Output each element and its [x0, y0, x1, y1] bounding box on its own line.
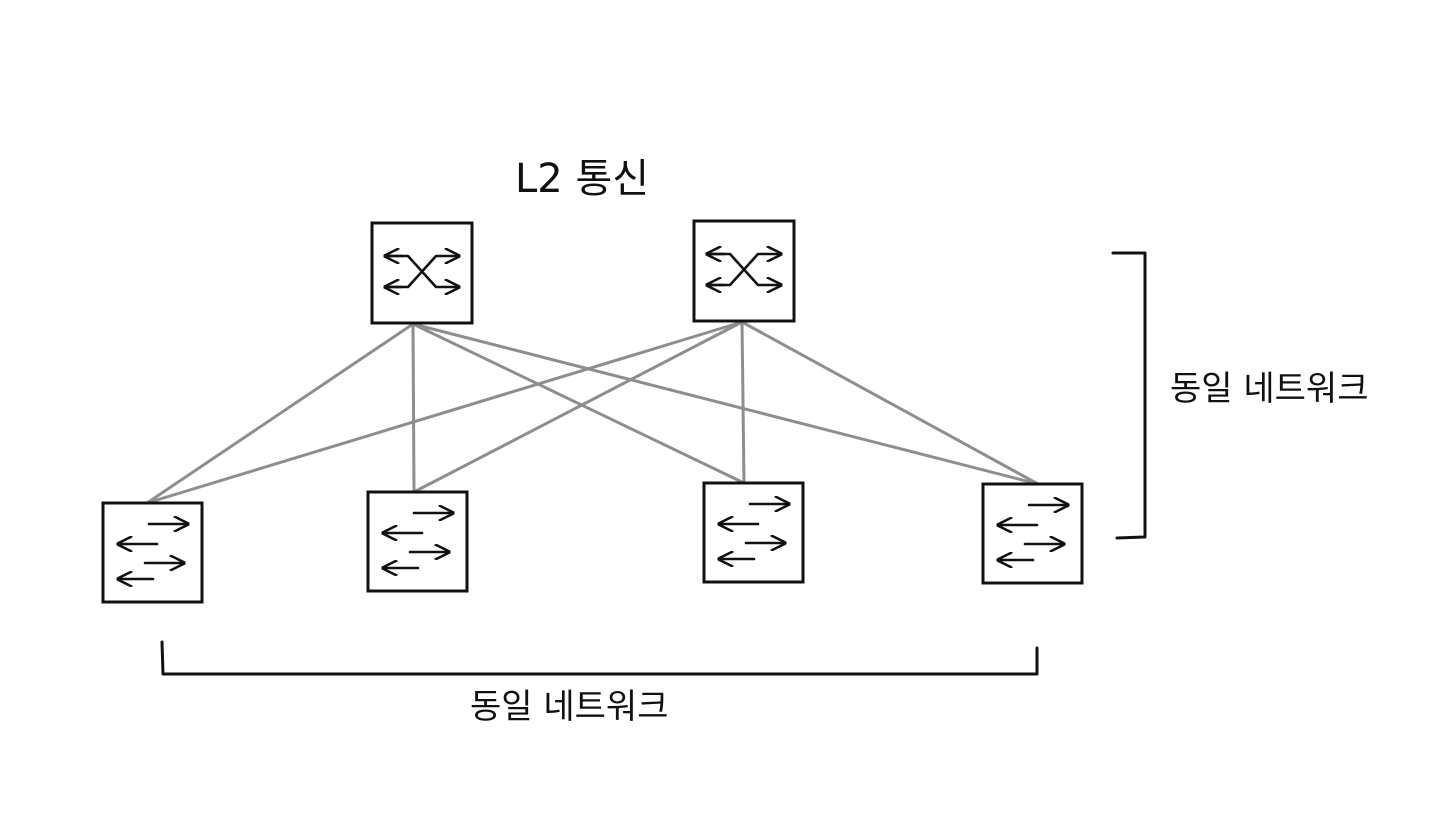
switch-icon: [119, 524, 187, 579]
multilayer-switch-icon: [386, 256, 458, 287]
link-core-switch-1-to-access-switch-3: [411, 322, 746, 485]
core-switch-2[interactable]: [692, 219, 796, 323]
link-core-switch-2-to-access-switch-3: [740, 320, 746, 485]
switch-icon: [720, 504, 788, 559]
access-switch-box: [101, 501, 204, 604]
access-switch-box: [366, 490, 469, 593]
access-switch-box: [702, 481, 805, 584]
link-core-switch-1-to-access-switch-4: [411, 322, 1040, 486]
link-core-switch-1-to-access-switch-1: [145, 322, 415, 505]
switch-icon: [999, 505, 1067, 560]
diagram-title: L2 통신: [515, 156, 649, 202]
core-switch-1[interactable]: [370, 221, 474, 325]
access-switch-1[interactable]: [101, 501, 204, 604]
link-layer: [145, 320, 1040, 505]
right-bracket: [1111, 251, 1147, 540]
access-switch-2[interactable]: [366, 490, 469, 593]
access-switch-4[interactable]: [981, 482, 1084, 585]
access-switch-box: [981, 482, 1084, 585]
bottom-bracket-label: 동일 네트워크: [470, 687, 669, 727]
link-core-switch-2-to-access-switch-2: [412, 320, 744, 494]
access-switch-3[interactable]: [702, 481, 805, 584]
link-core-switch-2-to-access-switch-1: [145, 320, 744, 505]
switch-icon: [384, 513, 452, 568]
bottom-bracket: [160, 640, 1039, 676]
multilayer-switch-icon: [708, 254, 780, 285]
link-core-switch-1-to-access-switch-2: [411, 322, 416, 494]
right-bracket-label: 동일 네트워크: [1170, 369, 1369, 409]
link-core-switch-2-to-access-switch-4: [740, 320, 1040, 486]
